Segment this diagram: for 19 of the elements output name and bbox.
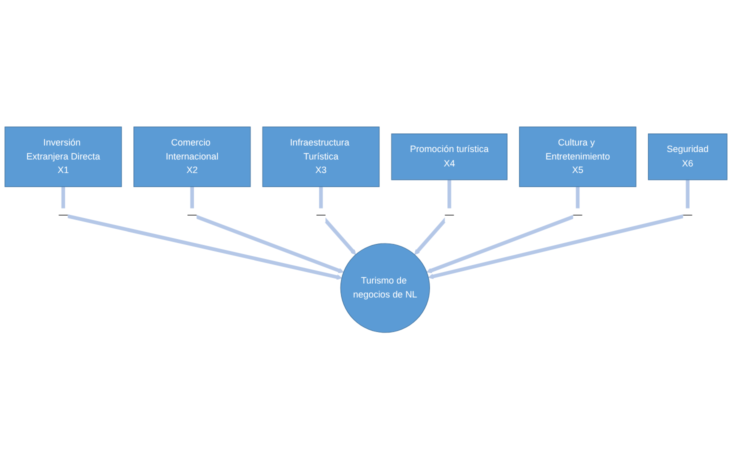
arrow [190,186,344,273]
node-box: Comercio Internacional X2 [134,126,251,187]
edge-label: — [187,209,197,220]
node-circle: Turismo de negocios de NL [340,243,430,333]
edge-label: — [316,209,326,220]
arrow [428,180,690,279]
edge-label: — [573,209,582,220]
arrow [414,180,452,255]
node-box: Seguridad X6 [648,133,728,180]
edge-label: — [683,209,692,220]
node-box: Inversión Extranjera Directa X1 [4,126,122,187]
edge-label: — [444,209,454,220]
arrow [61,186,342,280]
arrow [426,186,580,273]
node-box: Promoción turística X4 [391,133,508,180]
node-box: Infraestructura Turística X3 [262,126,380,187]
edge-label: — [58,209,68,220]
arrow [319,186,356,255]
node-box: Cultura y Entretenimiento X5 [519,126,636,187]
